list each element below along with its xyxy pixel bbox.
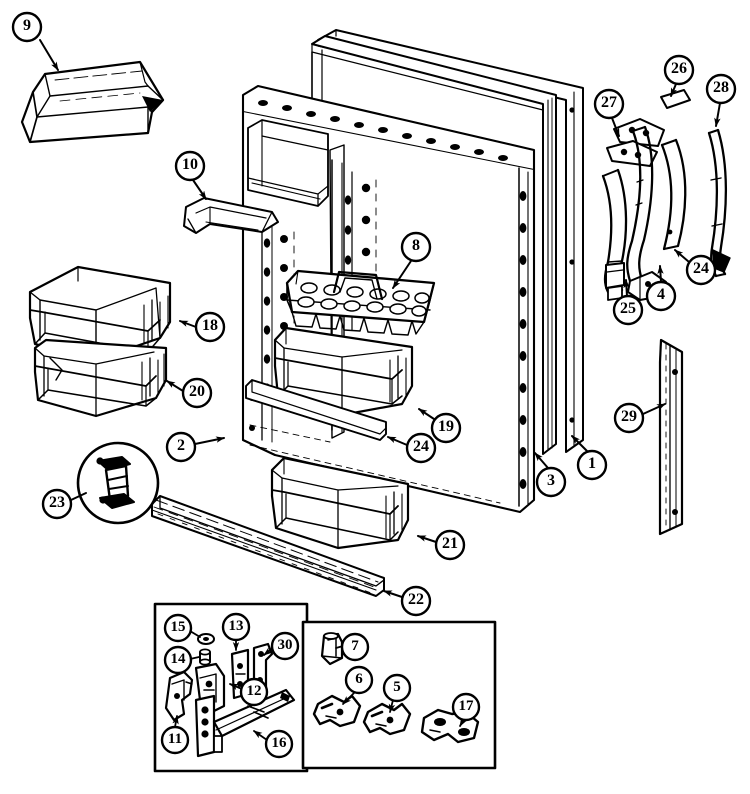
callout-circle-24 [405,432,437,464]
callout-circle-13 [221,612,251,642]
part-4-door-handle [626,125,667,301]
callout-circle-23 [41,488,73,520]
callout-circle-21 [434,529,466,561]
callout-circle-20 [181,377,213,409]
callout-circle-19 [430,412,462,444]
callout-circle-27 [593,88,625,120]
callout-circle-24b [685,254,717,286]
part-24-retainer-bar [245,379,387,441]
callout-circle-25 [612,294,644,326]
callout-circle-1 [576,449,608,481]
callout-circle-26 [663,54,695,86]
callout-circle-2 [165,431,197,463]
part-24b-handle-mid-trim [660,138,687,251]
part-23-detail-bubble [76,441,160,525]
callout-circle-15 [163,613,193,643]
callout-circle-10 [174,150,206,182]
part-22-door-rail [151,495,385,597]
callout-circle-22 [400,585,432,617]
callout-circle-6 [344,665,374,695]
callout-circle-12 [239,677,269,707]
callout-circle-17 [451,692,481,722]
part-10-dairy-handle [183,197,279,234]
part-26-plug-cap [660,89,691,109]
callout-circle-4 [645,280,677,312]
part-25-handle-end-cap [601,168,628,301]
callout-circle-28 [705,73,737,105]
part-28-handle-trim-long [707,128,731,278]
callout-leaders [39,39,721,741]
part-29-side-trim [658,338,684,536]
callout-circle-14 [163,645,193,675]
callout-circle-11 [160,725,190,755]
part-20-lower-bin [33,338,168,418]
part-19-middle-bin [273,326,414,417]
callout-circle-30 [270,631,300,661]
callout-circle-9 [11,11,43,43]
callout-circle-16 [264,729,294,759]
callout-circle-18 [194,311,226,343]
callout-circles [11,11,737,759]
callout-circle-29 [613,402,645,434]
part-27-trim-inserts [606,118,665,167]
callout-circle-8 [400,231,432,263]
callout-circle-3 [535,466,567,498]
callout-circle-5 [382,673,412,703]
part-21-bottom-bin [270,456,410,550]
part-9-freezer-shelf [20,60,165,144]
part-18-upper-bin [28,265,172,362]
callout-circle-7 [340,632,370,662]
